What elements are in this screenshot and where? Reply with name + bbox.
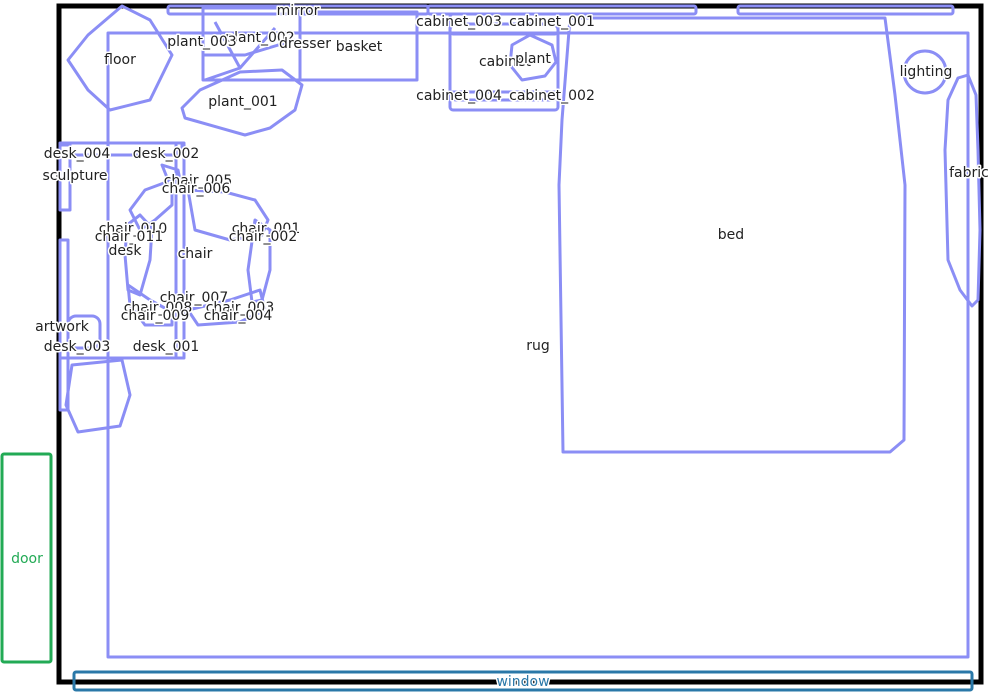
cabinet-shape — [448, 22, 560, 102]
chair-006-shape — [128, 178, 174, 232]
label-cabinet-003: cabinet_003 — [416, 14, 502, 30]
floor-shape — [66, 4, 174, 112]
plant-003-shape — [213, 21, 277, 70]
cabinet-003-shape — [448, 12, 560, 36]
rug-shape — [106, 31, 970, 659]
plant-003-stem — [204, 66, 241, 82]
window-top-strip-shape — [736, 4, 955, 16]
label-rug: rug — [526, 338, 550, 354]
label-chair-009: chair_009 — [121, 308, 190, 324]
label-plant: plant — [515, 51, 551, 67]
desk-001-shape — [64, 358, 132, 434]
chair-004-shape — [186, 288, 267, 327]
room-walls — [56, 3, 984, 685]
artwork-frame — [66, 314, 102, 350]
cabinet-strip-shape — [426, 4, 698, 16]
cabinet-004-shape — [448, 90, 560, 112]
sculpture-shape — [58, 143, 72, 212]
label-desk-001: desk_001 — [133, 339, 200, 355]
label-cabinet-004: cabinet_004 — [416, 88, 502, 104]
label-sculpture: sculpture — [42, 168, 107, 184]
plant-shape — [508, 33, 558, 82]
chair-009-shape — [126, 283, 174, 327]
fabric-shape — [943, 73, 982, 308]
chair-011-shape — [123, 213, 154, 297]
plant-002-shape — [203, 38, 296, 57]
label-cabinet-001: cabinet_001 — [509, 14, 595, 30]
chair-005-shape — [160, 163, 182, 182]
basket-shape — [298, 10, 419, 82]
lighting-shape — [902, 49, 948, 95]
label-bed: bed — [718, 227, 744, 243]
label-cabinet: cabinet — [479, 54, 532, 70]
label-door: door — [11, 551, 43, 567]
chair-001-shape — [186, 188, 270, 242]
label-basket: basket — [336, 39, 383, 55]
desk-004-shape — [58, 141, 184, 157]
door-shape[interactable] — [0, 452, 53, 664]
window-shape — [72, 670, 974, 692]
bed-shape — [557, 16, 907, 454]
plant-001-shape — [180, 68, 304, 137]
label-artwork: artwork — [35, 319, 90, 335]
label-cabinet-002: cabinet_002 — [509, 88, 595, 104]
label-plant-001: plant_001 — [208, 94, 277, 110]
